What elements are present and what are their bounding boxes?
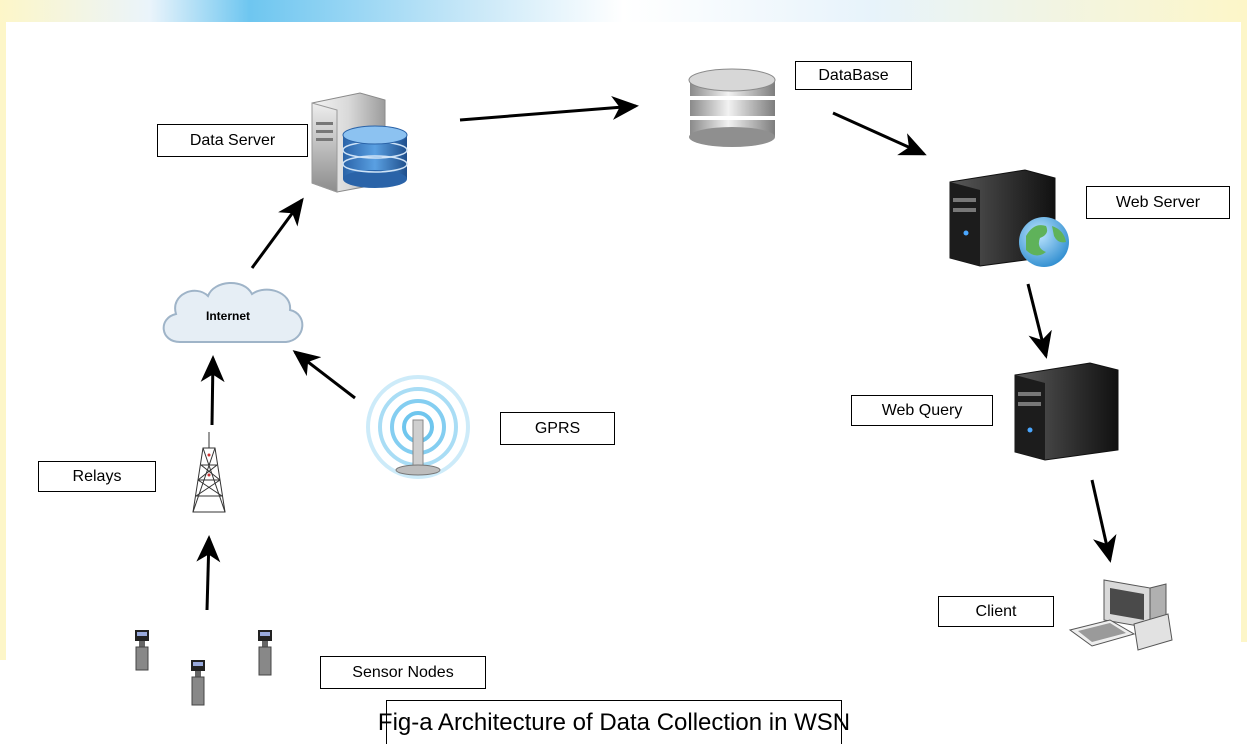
- figure-caption: Fig-a Architecture of Data Collection in…: [378, 700, 850, 744]
- arrow-gprs-to-internet: [292, 350, 356, 400]
- server-database-icon: [311, 92, 408, 193]
- sensor-node-icon: [135, 630, 149, 671]
- left-edge-band: [0, 22, 6, 660]
- arrow-database-to-web-server: [832, 111, 927, 156]
- label-internet: Internet: [206, 309, 251, 323]
- label-relays: Relays: [38, 461, 156, 492]
- arrow-sensors-to-relays: [196, 535, 221, 611]
- label-data-server: Data Server: [157, 124, 308, 157]
- label-database: DataBase: [795, 61, 912, 90]
- web-server-icon: [949, 169, 1069, 267]
- gprs-antenna-icon: [366, 375, 470, 479]
- label-client: Client: [938, 596, 1054, 627]
- top-edge-band: [0, 0, 1247, 22]
- query-server-icon: [1014, 362, 1119, 461]
- cloud-icon: [162, 281, 304, 343]
- arrow-web-query-to-client: [1090, 479, 1117, 563]
- client-computer-icon: [1068, 579, 1173, 651]
- relay-tower-icon: [192, 432, 226, 513]
- label-web-query: Web Query: [851, 395, 993, 426]
- sensor-node-icon: [191, 660, 205, 706]
- flow-arrows: [196, 95, 1117, 611]
- sensor-nodes-group: [135, 630, 272, 706]
- label-sensor-nodes: Sensor Nodes: [320, 656, 486, 689]
- database-icon: [688, 68, 776, 147]
- label-gprs: GPRS: [500, 412, 615, 445]
- label-web-server: Web Server: [1086, 186, 1230, 219]
- arrow-internet-to-data-server: [250, 197, 304, 269]
- arrow-data-server-to-database: [459, 95, 639, 122]
- arrow-relays-to-internet: [200, 355, 225, 426]
- arrow-web-server-to-web-query: [1026, 283, 1052, 359]
- right-edge-band: [1241, 22, 1247, 642]
- sensor-node-icon: [258, 630, 272, 676]
